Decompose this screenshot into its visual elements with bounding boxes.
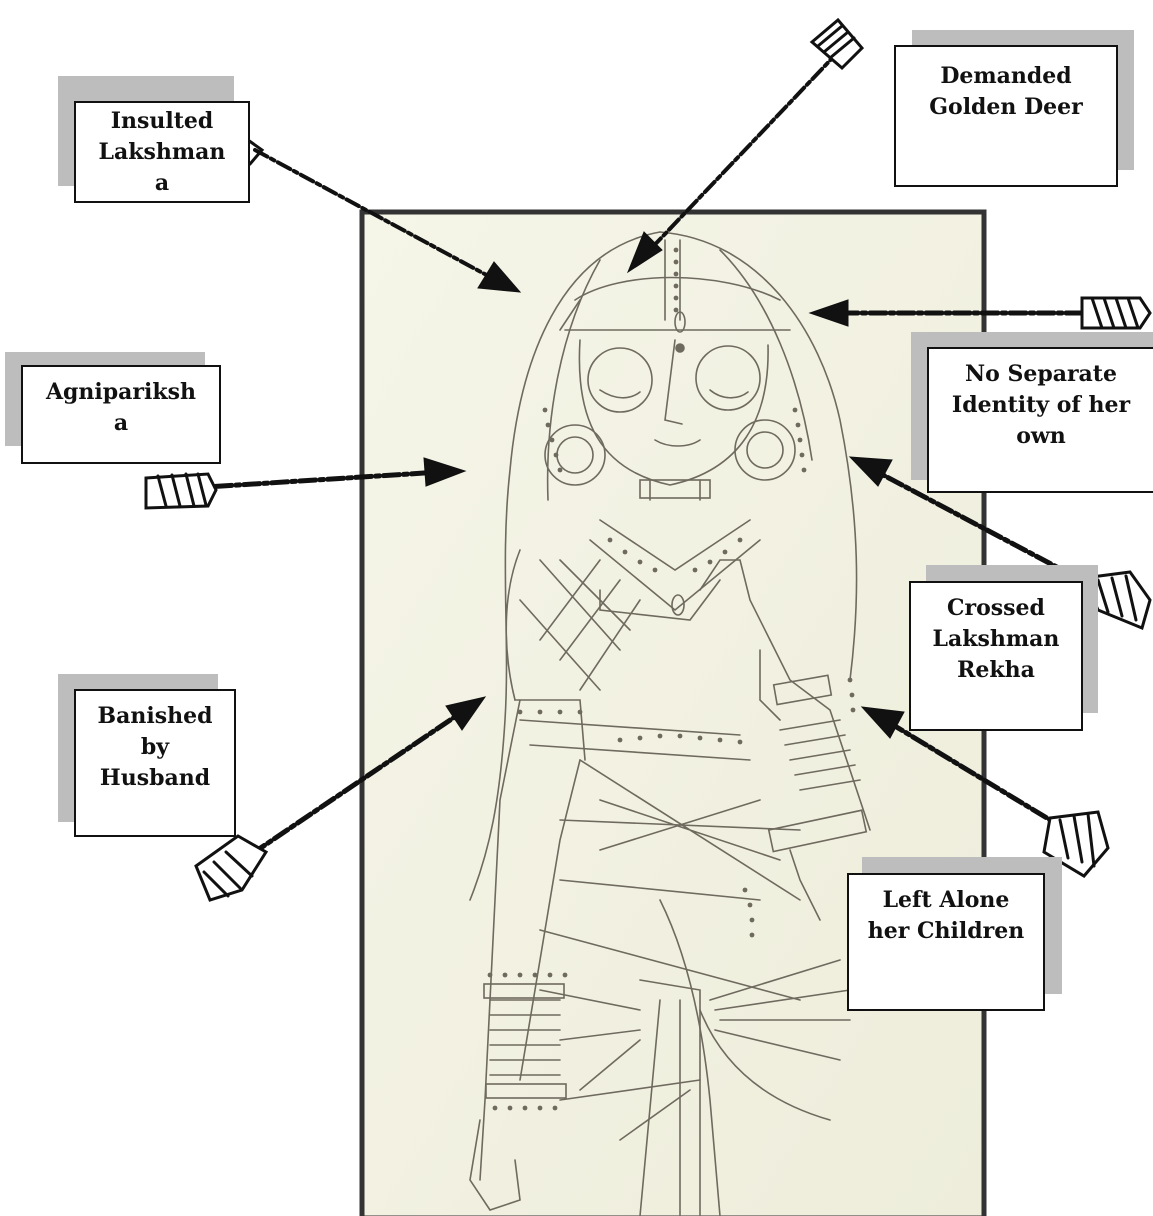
- label-demanded-golden-deer: Demanded Golden Deer: [894, 45, 1118, 187]
- label-banished-by-husband: Banished by Husband: [74, 689, 236, 837]
- label-crossed-lakshman-rekha: Crossed Lakshman Rekha: [909, 581, 1083, 731]
- label-agnipariksha: Agnipariksh a: [21, 365, 221, 464]
- label-no-separate-identity: No Separate Identity of her own: [927, 347, 1153, 493]
- label-left-alone-children: Left Alone her Children: [847, 873, 1045, 1011]
- label-insulted-lakshmana: Insulted Lakshman a: [74, 101, 250, 203]
